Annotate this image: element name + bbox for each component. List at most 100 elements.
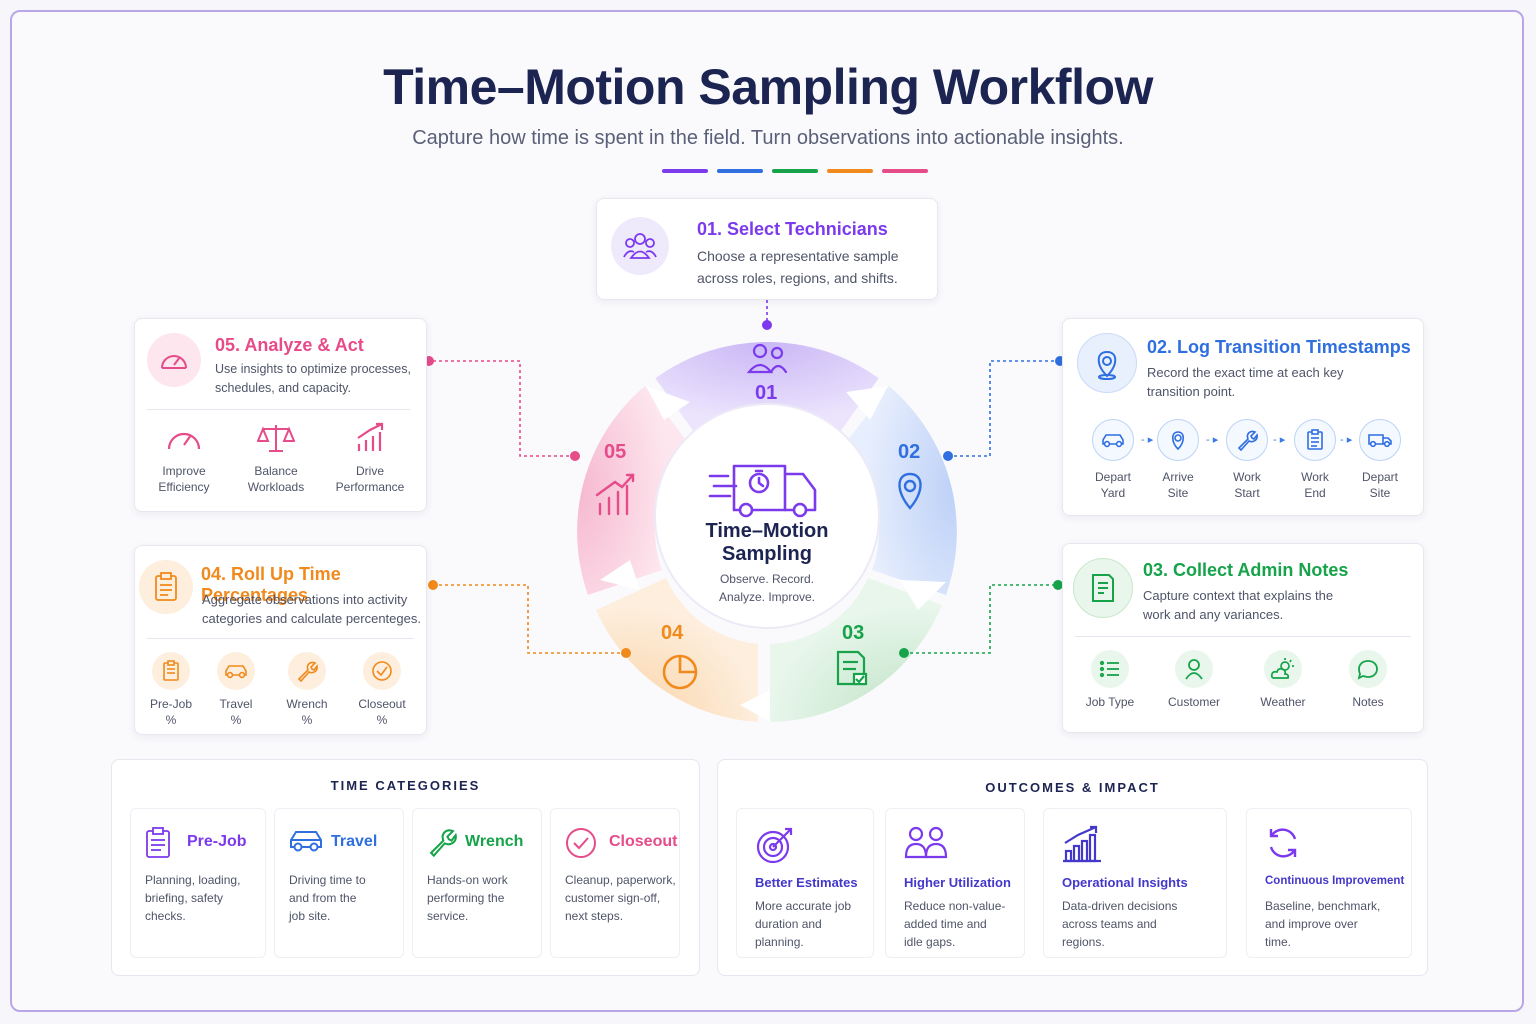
analyze-item: Drive Performance bbox=[325, 419, 415, 495]
center-sub-line2: Analyze. Improve. bbox=[718, 590, 816, 604]
step-01-card: 01. Select Technicians Choose a represen… bbox=[596, 198, 938, 300]
step-05-title: 05. Analyze & Act bbox=[215, 335, 364, 355]
center-title-line2: Sampling bbox=[721, 543, 812, 565]
cycle-number-02: 02 bbox=[898, 441, 921, 463]
color-bars bbox=[662, 169, 928, 173]
time-category-label: Travel bbox=[331, 833, 378, 850]
timeline-label-line2: Site bbox=[1369, 486, 1391, 500]
analyze-item: Balance Workloads bbox=[231, 419, 321, 495]
time-category-desc: Planning, loading, briefing, safety chec… bbox=[145, 871, 240, 925]
step-03-card: 03. Collect Admin Notes Capture context … bbox=[1062, 543, 1424, 733]
outcome-label: Better Estimates bbox=[755, 875, 858, 890]
refresh-icon bbox=[1269, 828, 1297, 858]
rollup-item: Wrench % bbox=[262, 652, 352, 728]
time-categories-panel: TIME CATEGORIES Pre-Job Planning, loadin… bbox=[111, 759, 700, 976]
connector-04 bbox=[433, 584, 626, 654]
truck-stopwatch-icon bbox=[708, 464, 817, 518]
people-icon bbox=[904, 826, 948, 859]
timeline-arrow: - ▸ bbox=[1206, 434, 1219, 446]
time-category-label: Closeout bbox=[609, 833, 678, 850]
document-note-icon bbox=[1092, 574, 1114, 602]
step-05-desc-line2: schedules, and capacity. bbox=[215, 381, 351, 395]
weather-icon bbox=[1264, 650, 1302, 688]
wrench-icon bbox=[429, 829, 457, 857]
scale-icon bbox=[257, 419, 295, 457]
timeline-arrow: - ▸ bbox=[1340, 434, 1353, 446]
timeline-item: Depart Yard bbox=[1080, 419, 1146, 501]
color-bar-pink bbox=[882, 169, 928, 173]
desc-line: job site. bbox=[289, 909, 331, 923]
outcome-desc: Baseline, benchmark, and improve over ti… bbox=[1265, 897, 1380, 951]
bar-chart-up-icon bbox=[351, 419, 389, 457]
center-title: Time–Motion Sampling bbox=[686, 520, 848, 566]
step-03-desc-line2: work and any variances. bbox=[1143, 607, 1284, 622]
clipboard-icon bbox=[152, 652, 190, 690]
step-04-desc-line2: categories and calculate percenteges. bbox=[202, 611, 421, 626]
step-04-icon-circle bbox=[139, 560, 193, 614]
timeline-item: Arrive Site bbox=[1145, 419, 1211, 501]
desc-line: customer sign-off, bbox=[565, 891, 661, 905]
connector-dot-05a bbox=[570, 451, 580, 461]
analyze-label-line1: Improve bbox=[162, 464, 206, 478]
cycle-number-03: 03 bbox=[842, 622, 865, 644]
desc-line: and from the bbox=[289, 891, 357, 905]
analyze-label-line2: Workloads bbox=[247, 480, 305, 494]
connector-dot-01 bbox=[762, 320, 772, 330]
desc-line: next steps. bbox=[565, 909, 624, 923]
rollup-label-line1: Closeout bbox=[358, 697, 406, 711]
timeline-label-line2: Site bbox=[1167, 486, 1189, 500]
connector-05 bbox=[429, 360, 575, 457]
desc-line: across teams and bbox=[1062, 917, 1157, 931]
person-icon bbox=[1175, 650, 1213, 688]
desc-line: Baseline, benchmark, bbox=[1265, 899, 1381, 913]
clipboard-icon bbox=[146, 827, 170, 858]
step-05-desc-line1: Use insights to optimize processes, bbox=[215, 362, 411, 376]
step-01-icon-circle bbox=[611, 217, 669, 275]
analyze-item: Improve Efficiency bbox=[139, 419, 229, 495]
desc-line: checks. bbox=[145, 909, 186, 923]
color-bar-green bbox=[772, 169, 818, 173]
check-circle-icon bbox=[566, 828, 596, 858]
outcome-desc: Data-driven decisions across teams and r… bbox=[1062, 897, 1177, 951]
desc-line: Driving time to bbox=[289, 873, 366, 887]
list-icon bbox=[1091, 650, 1129, 688]
step-05-card: 05. Analyze & Act Use insights to optimi… bbox=[134, 318, 427, 512]
clipboard-icon bbox=[1294, 419, 1336, 461]
outcome-label: Higher Utilization bbox=[904, 875, 1011, 890]
check-circle-icon bbox=[363, 652, 401, 690]
connector-dot-02a bbox=[943, 451, 953, 461]
timeline-label-line2: Start bbox=[1234, 486, 1260, 500]
center-subtitle: Observe. Record. Analyze. Improve. bbox=[686, 570, 848, 606]
desc-line: planning. bbox=[755, 935, 804, 949]
desc-line: regions. bbox=[1062, 935, 1105, 949]
admin-note-label: Job Type bbox=[1085, 695, 1135, 709]
bar-chart-up-icon bbox=[595, 473, 635, 516]
cycle-arrow-3 bbox=[740, 690, 770, 722]
timeline-arrow: - ▸ bbox=[1273, 434, 1286, 446]
admin-note-label: Weather bbox=[1260, 695, 1306, 709]
car-icon bbox=[1092, 419, 1134, 461]
step-05-icon-circle bbox=[147, 333, 201, 387]
analyze-label-line1: Balance bbox=[254, 464, 298, 478]
timeline-item: Work Start bbox=[1214, 419, 1280, 501]
rollup-label-line1: Pre-Job bbox=[149, 697, 193, 711]
time-category-card: Wrench Hands-on work performing the serv… bbox=[412, 808, 542, 958]
desc-line: Reduce non-value- bbox=[904, 899, 1006, 913]
pie-chart-icon bbox=[662, 654, 698, 690]
outcomes-panel: OUTCOMES & IMPACT Better Estimates More … bbox=[717, 759, 1428, 976]
desc-line: time. bbox=[1265, 935, 1292, 949]
step-02-title: 02. Log Transition Timestamps bbox=[1147, 337, 1411, 357]
analyze-label-line2: Performance bbox=[335, 480, 405, 494]
desc-line: added time and bbox=[904, 917, 987, 931]
step-04-divider bbox=[147, 638, 414, 639]
color-bar-orange bbox=[827, 169, 873, 173]
people-group-icon bbox=[746, 343, 788, 374]
desc-line: Planning, loading, bbox=[145, 873, 241, 887]
step-01-desc-line2: across roles, regions, and shifts. bbox=[697, 270, 898, 286]
cycle-number-01: 01 bbox=[755, 382, 778, 404]
step-01-desc-line1: Choose a representative sample bbox=[697, 248, 899, 264]
time-category-card: Travel Driving time to and from the job … bbox=[274, 808, 404, 958]
connector-dot-03b bbox=[1053, 580, 1063, 590]
step-04-desc-line1: Aggregate observations into activity bbox=[202, 592, 408, 607]
